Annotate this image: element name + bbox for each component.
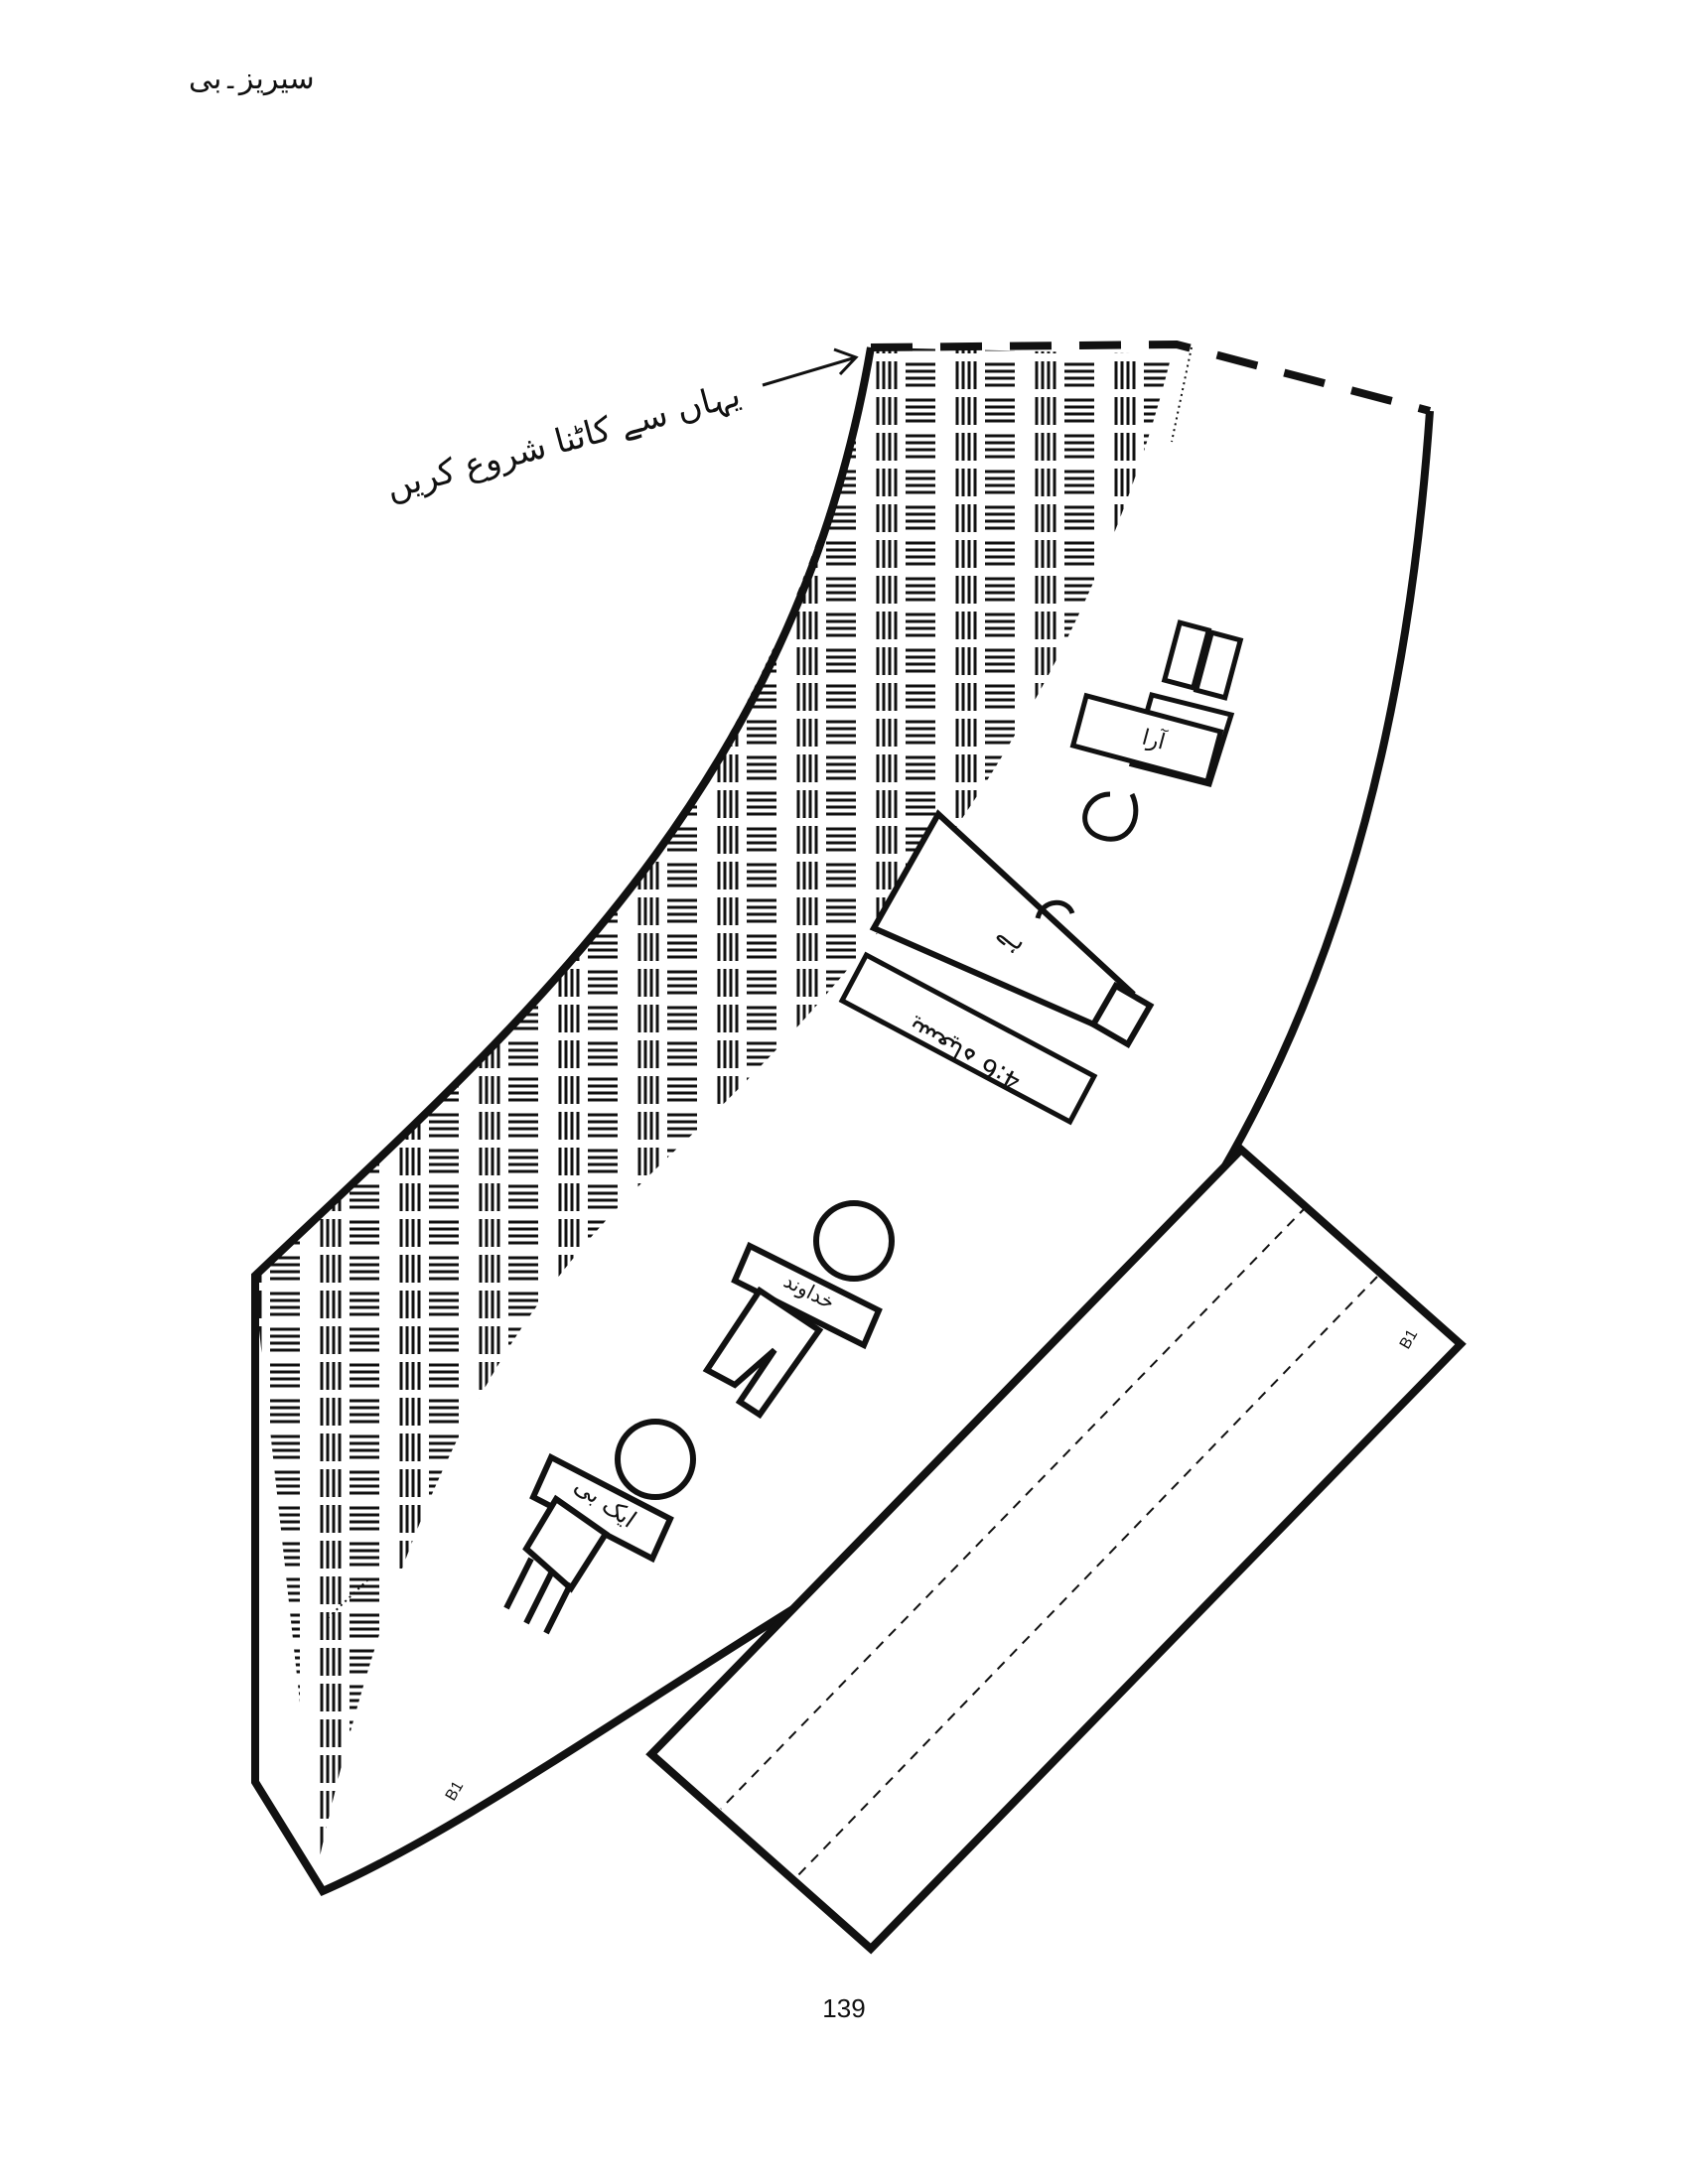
saw-figure: آرا [1069,619,1244,842]
start-arrow [762,347,859,387]
patterned-band [253,347,1172,1866]
megaphone-figure: ہے [869,809,1155,1049]
strip-piece: B1 [645,1144,1467,1955]
man-figure: خداوند [702,1200,895,1420]
main-piece-outline [251,346,1434,1897]
page-number: 139 [822,1993,866,2023]
fold-hint-bottom [327,1577,370,1619]
fold-hint-top [1171,346,1193,443]
piece-code-main: B1 [443,1778,468,1804]
woman-figure: ایک بی [503,1419,696,1635]
series-label: سیریز۔بی [189,62,315,96]
start-cut-instruction: یہاں سے کاٹنا شروع کریں [382,375,745,508]
cut-start-dashed-edge [870,340,1432,415]
